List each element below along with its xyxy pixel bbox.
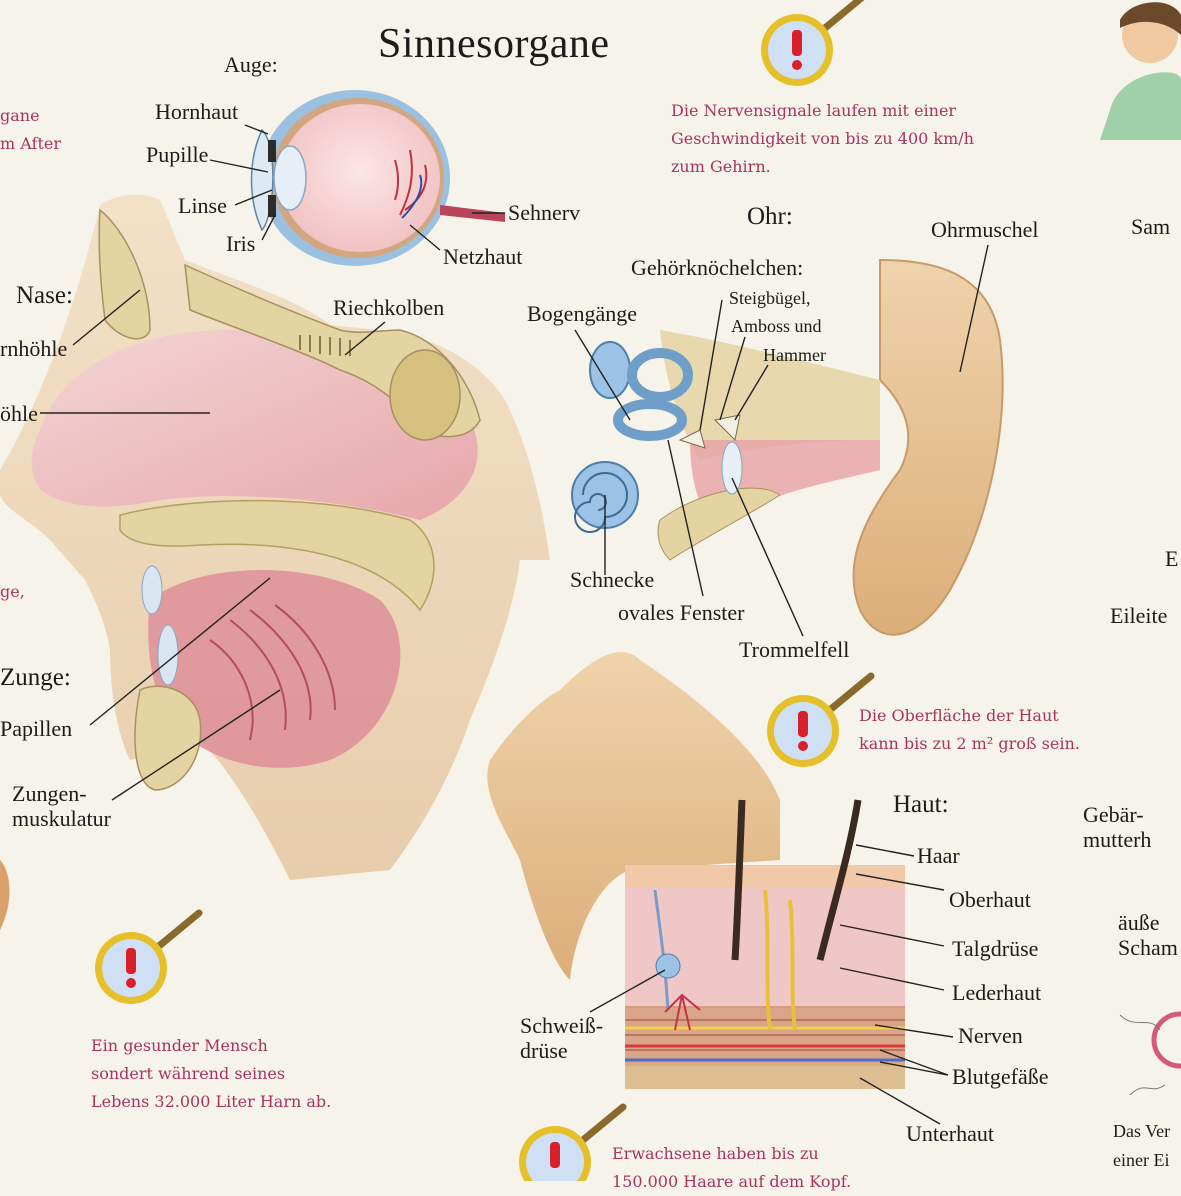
fact-line: Die Oberfläche der Haut — [859, 706, 1059, 725]
fact-nerve-signals: Die Nervensignale laufen mit einer Gesch… — [671, 97, 974, 181]
right-edge-line: mutterh — [1083, 827, 1152, 853]
fact-line: sondert während seines — [91, 1064, 286, 1083]
ear-heading: Ohr: — [747, 203, 793, 230]
label-hammer: Hammer — [763, 345, 826, 365]
right-edge-sam: Sam — [1131, 214, 1171, 239]
skin-heading: Haut: — [893, 791, 949, 818]
right-edge-note: Das Ver einer Ei — [1113, 1117, 1170, 1175]
label-zungenmuskulatur: Zungen- muskulatur — [12, 781, 111, 832]
left-figure-edge — [0, 860, 10, 930]
label-nasenhoehle: öhle — [0, 401, 38, 426]
magnifier-alert-icon — [519, 1103, 627, 1181]
label-zungenmuskulatur-line1: Zungen- — [12, 781, 87, 806]
right-edge-line: Das Ver — [1113, 1121, 1171, 1141]
fact-line: Ein gesunder Mensch — [91, 1036, 268, 1055]
magnifier-alert-icon — [767, 672, 875, 767]
fact-skin-surface: Die Oberfläche der Haut kann bis zu 2 m²… — [859, 702, 1080, 758]
label-schnecke: Schnecke — [570, 567, 655, 592]
fact-line: Die Nervensignale laufen mit einer — [671, 101, 957, 120]
label-steigbuegel: Steigbügel, — [729, 288, 811, 308]
label-iris: Iris — [226, 231, 256, 256]
fact-hair: Erwachsene haben bis zu 150.000 Haare au… — [612, 1140, 851, 1196]
fact-line: 150.000 Haare auf dem Kopf. — [612, 1172, 852, 1191]
fact-line: Lebens 32.000 Liter Harn ab. — [91, 1092, 332, 1111]
label-sehnerv: Sehnerv — [508, 200, 581, 225]
label-unterhaut: Unterhaut — [906, 1121, 994, 1146]
fact-line: Geschwindigkeit von bis zu 400 km/h — [671, 129, 974, 148]
left-edge-line: m After — [0, 134, 61, 153]
nose-heading: Nase: — [16, 282, 73, 309]
page-title: Sinnesorgane — [378, 21, 610, 67]
label-amboss: Amboss und — [731, 316, 822, 336]
label-linse: Linse — [178, 193, 227, 218]
label-hornhaut: Hornhaut — [155, 99, 239, 124]
label-trommelfell: Trommelfell — [739, 637, 850, 662]
head-cross-section — [0, 194, 550, 881]
label-papillen: Papillen — [0, 716, 73, 741]
eye-diagram — [250, 90, 505, 266]
label-schweissdruese: Schweiß- drüse — [520, 1013, 603, 1064]
label-pupille: Pupille — [146, 142, 209, 167]
label-ohrmuschel: Ohrmuschel — [931, 217, 1039, 242]
label-schweissdruese-line1: Schweiß- — [520, 1013, 604, 1038]
label-haar: Haar — [917, 843, 960, 868]
left-edge-fragment: gane m After — [0, 102, 61, 158]
fact-line: kann bis zu 2 m² groß sein. — [859, 734, 1080, 753]
label-stirnhoehle: rnhöhle — [0, 336, 68, 361]
left-edge-line: gane — [0, 106, 40, 125]
right-edge-eileiter: Eileite — [1110, 603, 1168, 628]
label-lederhaut: Lederhaut — [952, 980, 1042, 1005]
tongue-heading: Zunge: — [0, 664, 71, 691]
leader-lines — [40, 124, 989, 1125]
right-edge-e: E — [1165, 546, 1179, 571]
label-ovales-fenster: ovales Fenster — [618, 600, 745, 625]
label-gehoerknoechelchen: Gehörknöchelchen: — [631, 255, 804, 280]
ear-diagram — [571, 258, 1004, 636]
fact-line: zum Gehirn. — [671, 157, 771, 176]
label-schweissdruese-line2: drüse — [520, 1038, 568, 1064]
label-talgdruese: Talgdrüse — [952, 936, 1039, 961]
label-nerven: Nerven — [958, 1023, 1023, 1048]
right-edge-line: äuße — [1118, 910, 1160, 935]
label-netzhaut: Netzhaut — [443, 244, 523, 269]
label-oberhaut: Oberhaut — [949, 887, 1031, 912]
skin-diagram — [487, 651, 905, 1089]
right-edge-line: Gebär- — [1083, 802, 1144, 827]
fact-urine: Ein gesunder Mensch sondert während sein… — [91, 1032, 331, 1116]
right-edge-line: Scham — [1118, 935, 1178, 961]
eye-heading: Auge: — [224, 52, 278, 77]
left-edge-fragment-2: ge, — [0, 582, 25, 601]
label-zungenmuskulatur-line2: muskulatur — [12, 806, 111, 832]
label-bogengaenge: Bogengänge — [527, 301, 637, 326]
label-blutgefaesse: Blutgefäße — [952, 1064, 1049, 1089]
right-edge-aeussere-scham: äuße Scham — [1118, 910, 1178, 961]
label-riechkolben: Riechkolben — [333, 295, 445, 320]
child-illustration — [1100, 2, 1181, 140]
fact-line: Erwachsene haben bis zu — [612, 1144, 819, 1163]
sperm-cell-illustration — [1119, 1011, 1181, 1096]
magnifier-alert-icon — [95, 909, 203, 1004]
right-edge-gebaermutter: Gebär- mutterh — [1083, 802, 1151, 853]
right-edge-line: einer Ei — [1113, 1149, 1170, 1170]
magnifier-alert-icon — [761, 0, 865, 86]
